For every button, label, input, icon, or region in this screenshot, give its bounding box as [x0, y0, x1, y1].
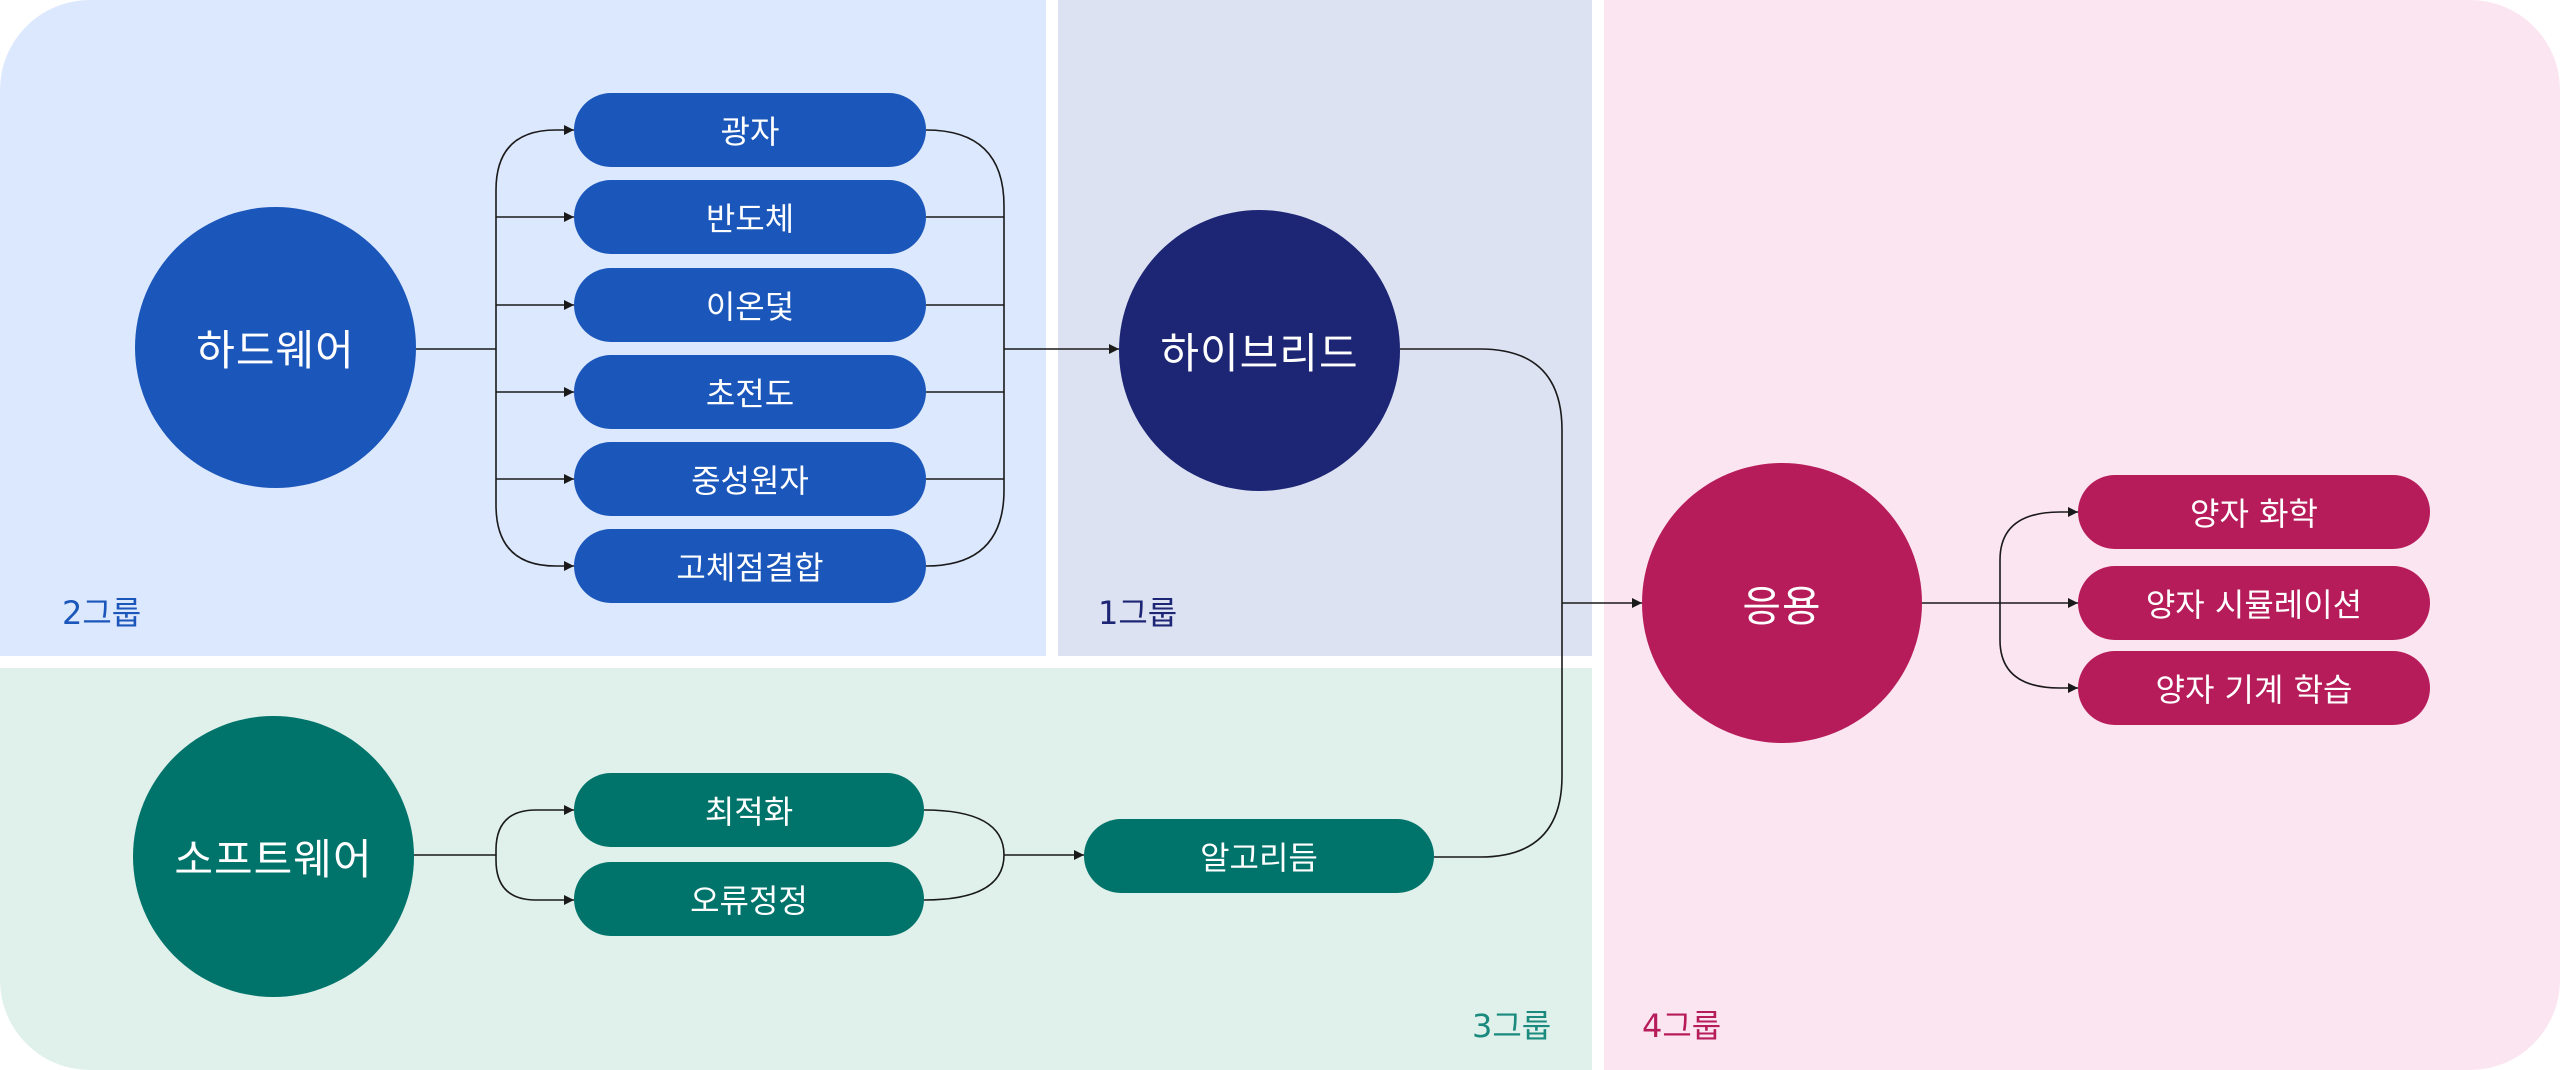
application-item-quantum-machine-learning: 양자 기계 학습 [2078, 651, 2430, 725]
group-label-1: 1그룹 [1098, 594, 1178, 632]
hybrid-label: 하이브리드 [1160, 329, 1359, 378]
software-item-optimization: 최적화 [574, 773, 924, 847]
software-node: 소프트웨어 [133, 716, 414, 997]
connector-hybrid-to-application [1400, 348, 1563, 603]
connector-hardware-to-solid-state [495, 349, 574, 571]
application-item-quantum-chemistry: 양자 화학 [2078, 475, 2430, 549]
hardware-label: 하드웨어 [196, 326, 355, 375]
hardware-node: 하드웨어 [135, 207, 416, 488]
hardware-item-semiconductor: 반도체 [574, 180, 926, 254]
connector-application-to-ml [1999, 603, 2078, 693]
connector-optimization-out [923, 809, 1005, 856]
software-label: 소프트웨어 [174, 835, 373, 884]
hardware-item-photon: 광자 [574, 93, 926, 167]
group-label-3: 3그룹 [1472, 1007, 1552, 1045]
group-label-4: 4그룹 [1642, 1007, 1722, 1045]
application-item-quantum-simulation: 양자 시뮬레이션 [2078, 566, 2430, 640]
connector-application-to-chemistry [1999, 507, 2078, 603]
group-label-2: 2그룹 [62, 594, 142, 632]
connector-error-correction-out [923, 854, 1005, 901]
algorithm-node: 알고리듬 [1084, 819, 1434, 893]
hybrid-node: 하이브리드 [1119, 210, 1400, 491]
connector-software-to-optimization [495, 805, 574, 855]
connector-algorithm-to-application [1434, 603, 1563, 858]
application-label: 응용 [1742, 581, 1822, 631]
connector-photon-out [925, 129, 1005, 349]
hardware-item-superconducting: 초전도 [574, 355, 926, 429]
connector-hardware-to-photon [495, 125, 574, 349]
hardware-item-solid-state-defect: 고체점결합 [574, 529, 926, 603]
application-node: 응용 [1642, 463, 1922, 743]
software-item-error-correction: 오류정정 [574, 862, 924, 936]
hardware-item-ion-trap: 이온덫 [574, 268, 926, 342]
connector-software-to-error-correction [495, 855, 574, 905]
connector-solid-state-out [925, 349, 1005, 567]
hardware-item-neutral-atom: 중성원자 [574, 442, 926, 516]
